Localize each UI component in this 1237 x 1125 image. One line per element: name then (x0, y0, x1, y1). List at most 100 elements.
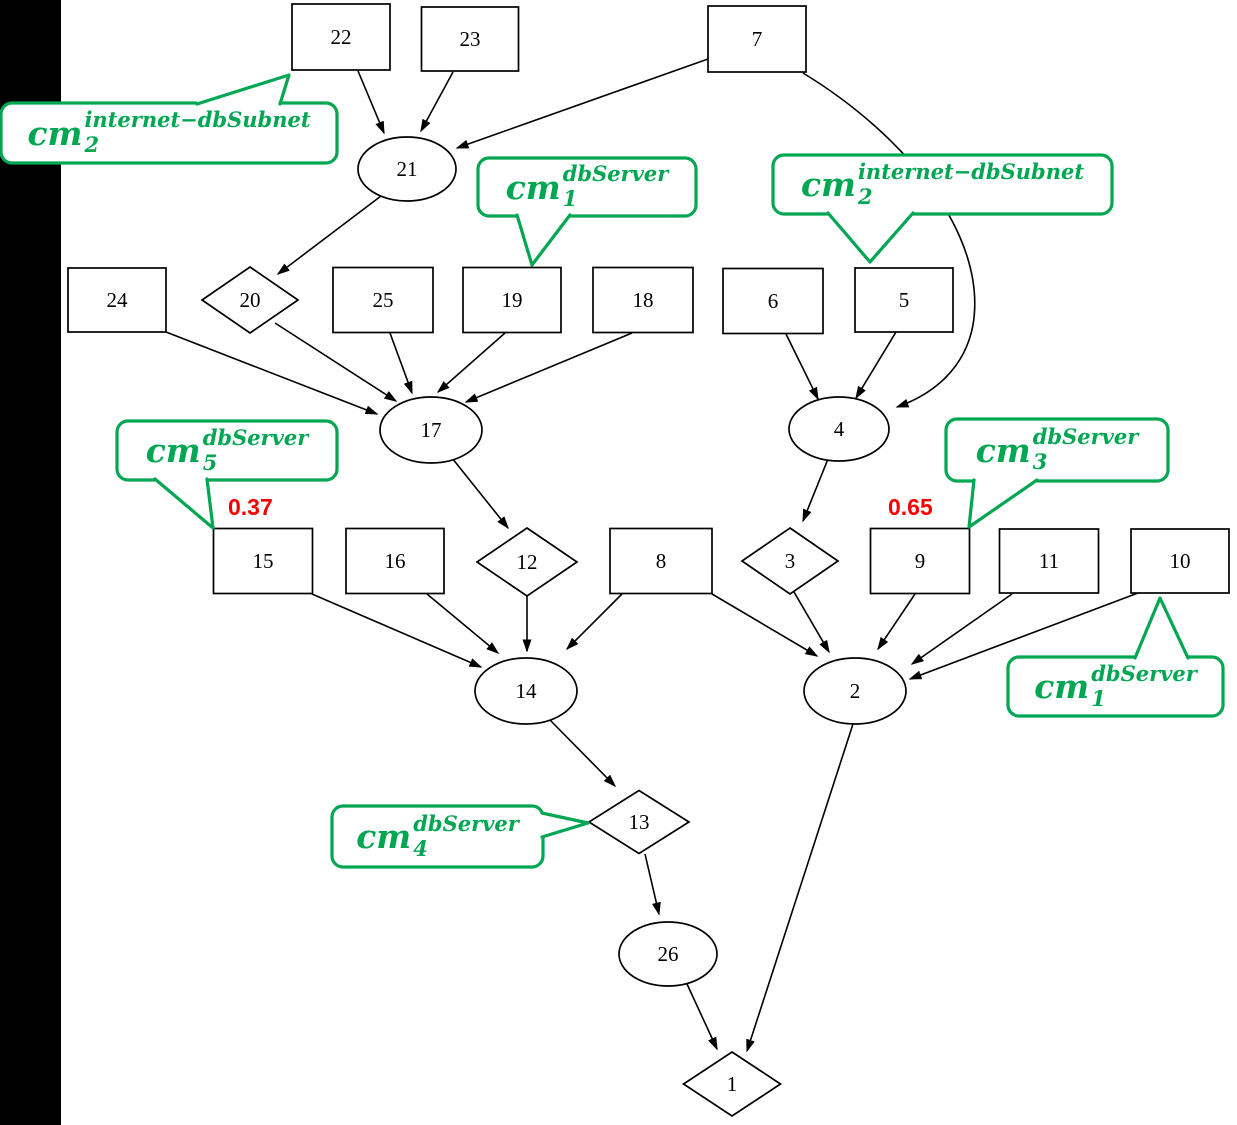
edge-9-2 (877, 593, 916, 651)
node-18: 18 (592, 266, 694, 334)
node-23: 23 (420, 6, 520, 72)
node-14-label: 14 (516, 679, 538, 703)
node-5-shape (854, 267, 954, 333)
edge-5-4 (855, 331, 897, 400)
edge-19-17 (436, 332, 506, 393)
edge-15-14 (311, 593, 483, 668)
node-12: 12 (475, 526, 579, 598)
callout-4-box (115, 419, 339, 482)
node-25-shape (332, 266, 434, 334)
node-3-shape (740, 526, 840, 596)
node-24-shape (67, 267, 167, 333)
node-20-label: 20 (240, 288, 261, 312)
node-4: 4 (788, 396, 890, 462)
node-9-label: 9 (915, 549, 926, 573)
callout-3-pointer-outline (826, 211, 915, 264)
node-3-label: 3 (785, 549, 796, 573)
callout-6-pointer-outline (540, 811, 590, 839)
node-16-label: 16 (385, 549, 406, 573)
node-17-shape (379, 396, 483, 464)
node-13-label: 13 (629, 810, 650, 834)
edge-10-2 (908, 592, 1139, 680)
callout-6-box (330, 804, 545, 869)
node-23-shape (420, 6, 520, 72)
node-6: 6 (722, 267, 824, 335)
node-19: 19 (462, 266, 562, 334)
node-10-label: 10 (1170, 549, 1191, 573)
node-15: 15 (212, 527, 314, 595)
node-4-label: 4 (834, 417, 845, 441)
node-11-label: 11 (1039, 549, 1059, 573)
node-10: 10 (1130, 528, 1230, 594)
node-7: 7 (707, 5, 807, 73)
edge-21-20 (276, 195, 382, 275)
edge-4-3 (802, 458, 829, 523)
callout-3 (771, 153, 1114, 264)
node-17-label: 17 (421, 418, 442, 442)
node-1-label: 1 (727, 1072, 738, 1096)
edge-18-17 (464, 332, 633, 403)
node-26: 26 (618, 921, 718, 987)
node-7-shape (707, 5, 807, 73)
callout-3-box (771, 153, 1114, 216)
node-9: 9 (869, 527, 971, 595)
edge-11-2 (910, 593, 1013, 665)
node-20-shape (200, 265, 300, 335)
edge-26-1 (686, 983, 718, 1051)
node-22-label: 22 (331, 25, 352, 49)
node-9-shape (869, 527, 971, 595)
callout-2-pointer-outline (515, 213, 572, 267)
node-2-label: 2 (850, 679, 861, 703)
node-8: 8 (609, 527, 713, 595)
node-24-label: 24 (107, 288, 129, 312)
edge-7-21 (455, 58, 709, 149)
callout-5 (944, 417, 1170, 529)
callout-7-pointer-outline (1133, 596, 1190, 660)
node-26-shape (618, 921, 718, 987)
node-13: 13 (587, 789, 691, 855)
node-24: 24 (67, 267, 167, 333)
node-4-shape (788, 396, 890, 462)
node-20: 20 (200, 265, 300, 335)
node-2-shape (803, 657, 907, 725)
node-15-label: 15 (253, 549, 274, 573)
node-22: 22 (291, 3, 391, 71)
callout-7-pointer-fill (1135, 598, 1188, 658)
node-16: 16 (345, 527, 445, 595)
node-3: 3 (740, 526, 840, 596)
node-6-shape (722, 267, 824, 335)
callout-5-pointer-outline (967, 478, 1039, 529)
node-12-label: 12 (517, 550, 538, 574)
node-8-label: 8 (656, 549, 667, 573)
node-layer: 22 23 7 21 24 20 25 19 18 6 5 17 4 15 16 12 8 3 9 11 10 14 2 13… (67, 3, 1230, 1118)
node-14: 14 (474, 657, 578, 725)
edge-8-2 (711, 593, 819, 657)
node-25: 25 (332, 266, 434, 334)
edge-14-13 (548, 718, 617, 788)
callout-5-box (944, 417, 1170, 483)
node-7-label: 7 (752, 27, 763, 51)
callout-layer (0, 73, 1225, 869)
callout-7-box (1006, 655, 1225, 718)
node-15-shape (212, 527, 314, 595)
edge-16-14 (426, 593, 500, 654)
node-21: 21 (357, 136, 457, 202)
edge-20-17 (274, 322, 398, 402)
node-1-shape (681, 1050, 783, 1118)
node-17: 17 (379, 396, 483, 464)
node-12-shape (475, 526, 579, 598)
callout-4 (115, 419, 339, 530)
node-14-shape (474, 657, 578, 725)
edge-13-26 (644, 853, 661, 916)
edge-25-17 (389, 332, 413, 395)
callout-6-pointer-fill (542, 813, 588, 837)
node-8-shape (609, 527, 713, 595)
node-11: 11 (998, 528, 1100, 594)
edge-22-21 (357, 70, 385, 135)
callout-1-pointer-outline (195, 73, 291, 106)
node-5-label: 5 (899, 288, 910, 312)
node-23-label: 23 (460, 27, 481, 51)
node-19-shape (462, 266, 562, 334)
